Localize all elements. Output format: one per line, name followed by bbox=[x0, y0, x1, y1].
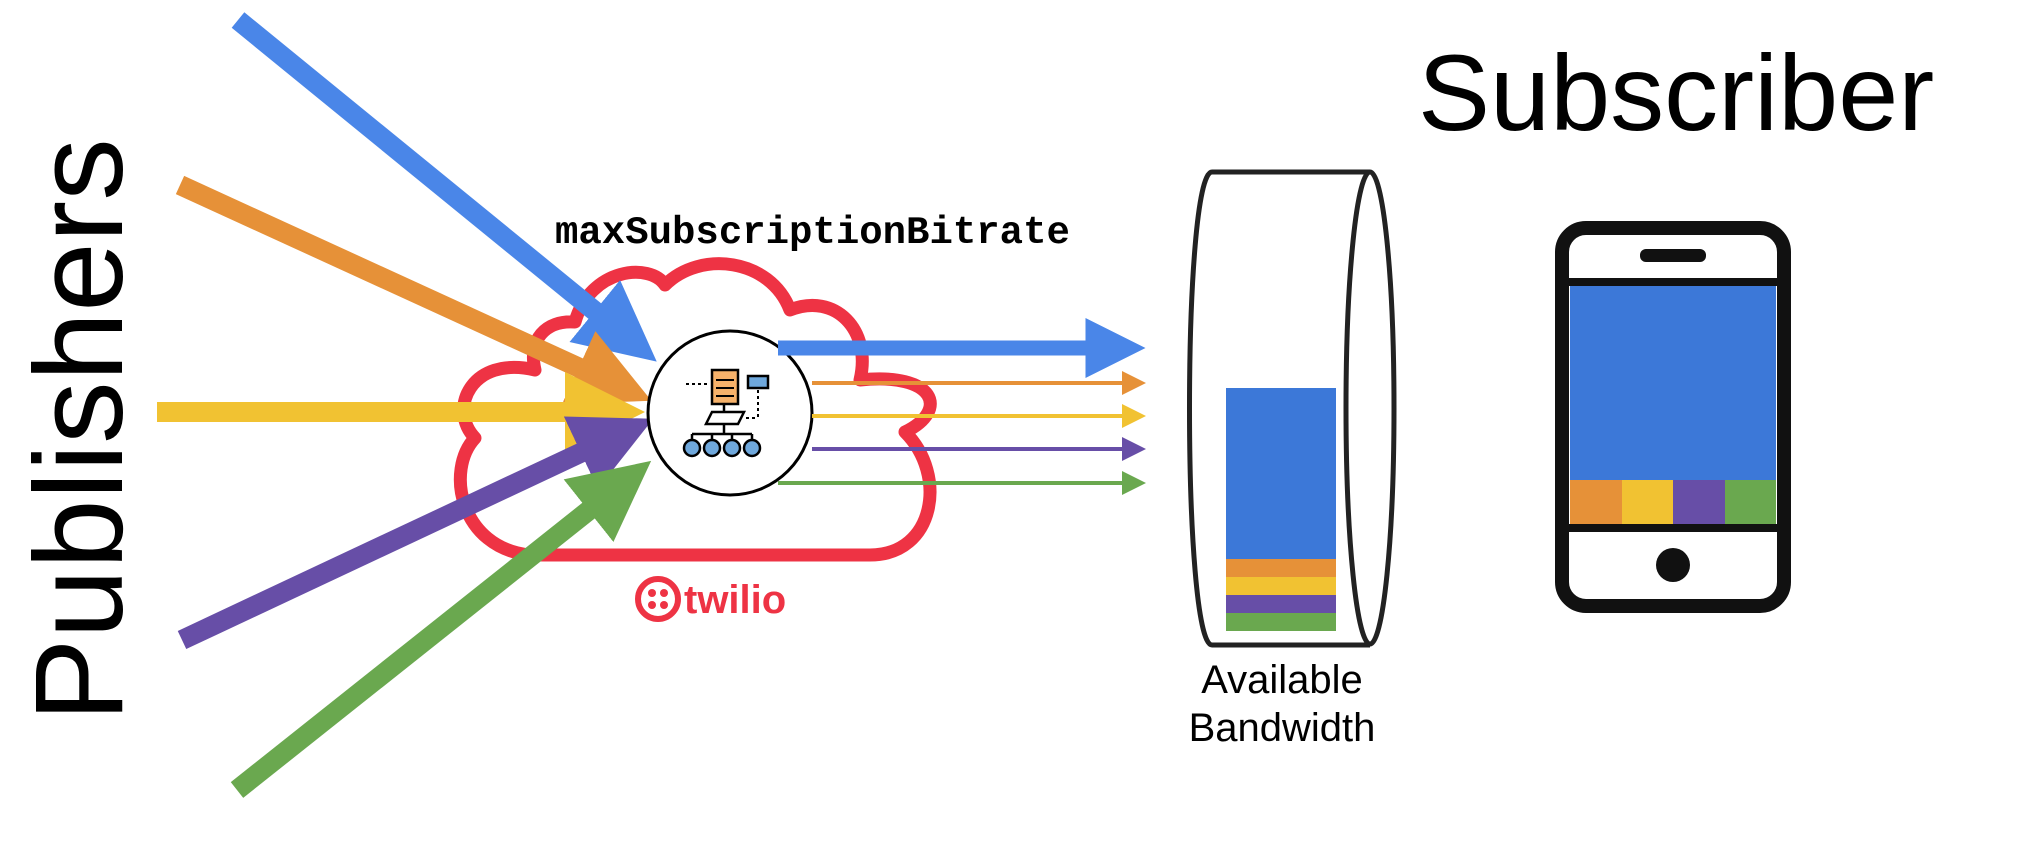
incoming-stream-purple bbox=[177, 416, 654, 650]
bandwidth-label-line2: Bandwidth bbox=[1189, 706, 1376, 750]
incoming-stream-blue bbox=[231, 12, 657, 362]
twilio-wordmark: twilio bbox=[684, 578, 786, 622]
incoming-streams bbox=[157, 12, 657, 798]
bandwidth-cylinder-icon bbox=[1187, 169, 1397, 648]
phone-screen-yellow bbox=[1622, 480, 1673, 524]
max-subscription-bitrate-label: maxSubscriptionBitrate bbox=[555, 211, 1070, 255]
outgoing-streams bbox=[778, 318, 1146, 495]
incoming-stream-orange bbox=[175, 175, 652, 404]
stream-router-icon bbox=[646, 329, 814, 497]
bandwidth-bar-green bbox=[1226, 613, 1336, 631]
phone-home-button bbox=[1656, 548, 1690, 582]
bandwidth-bar-orange bbox=[1226, 559, 1336, 577]
phone-screen-green bbox=[1725, 480, 1776, 524]
twilio-logo-icon bbox=[635, 576, 681, 622]
publishers-label: Publishers bbox=[10, 138, 149, 722]
incoming-stream-green bbox=[230, 460, 652, 798]
bandwidth-bar-yellow bbox=[1226, 577, 1336, 595]
smartphone-icon bbox=[1555, 221, 1791, 613]
phone-screen-purple bbox=[1673, 480, 1725, 524]
phone-screen-blue bbox=[1570, 286, 1776, 480]
phone-screen-orange bbox=[1570, 480, 1622, 524]
subscriber-label: Subscriber bbox=[1418, 32, 1934, 153]
bandwidth-label-line1: Available bbox=[1201, 658, 1363, 702]
bandwidth-bar-purple bbox=[1226, 595, 1336, 613]
bandwidth-bar-blue bbox=[1226, 388, 1336, 559]
